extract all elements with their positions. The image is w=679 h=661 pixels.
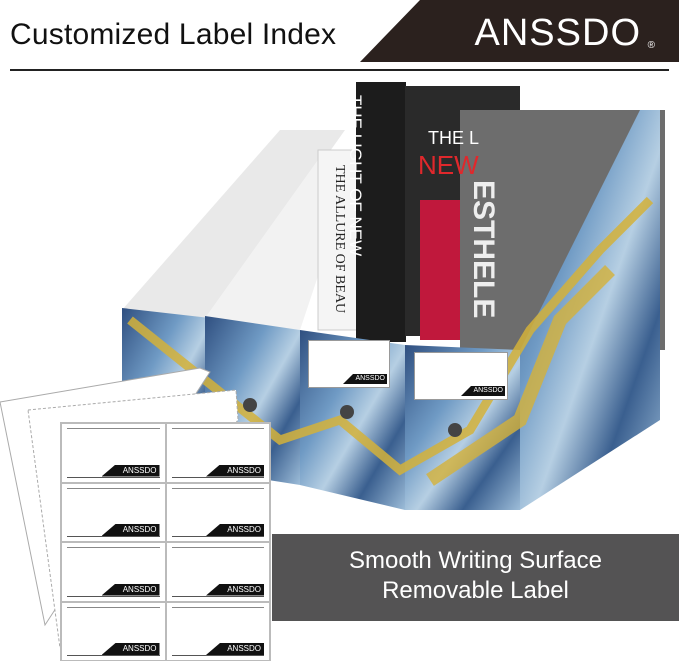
gold-vein bbox=[426, 265, 615, 486]
label-brand: ANSSDO bbox=[101, 643, 160, 655]
finger-hole bbox=[340, 405, 354, 419]
label[interactable]: ANSSDO bbox=[61, 542, 166, 602]
label[interactable]: ANSSDO bbox=[61, 482, 166, 542]
holder-label-brand: ANSSDO bbox=[461, 386, 505, 396]
banner-line-1: Smooth Writing Surface bbox=[349, 547, 602, 574]
label-brand: ANSSDO bbox=[206, 464, 264, 477]
book-title: ESTHELE bbox=[467, 180, 500, 319]
registered-mark: ® bbox=[647, 40, 655, 51]
label[interactable]: ANSSDO bbox=[165, 423, 270, 483]
label[interactable]: ANSSDO bbox=[165, 482, 270, 542]
label[interactable]: ANSSDO bbox=[165, 601, 270, 661]
label-brand: ANSSDO bbox=[206, 583, 264, 596]
brand-name: ANSSDO bbox=[474, 12, 641, 54]
label[interactable]: ANSSDO bbox=[61, 423, 166, 483]
label-brand: ANSSDO bbox=[101, 524, 160, 536]
book-title: THE LIGHT OF NEW bbox=[346, 95, 365, 257]
finger-hole bbox=[243, 398, 257, 412]
holder-1-inside bbox=[122, 130, 345, 320]
label-brand: ANSSDO bbox=[101, 464, 160, 477]
banner-line-2: Removable Label bbox=[382, 577, 569, 604]
label-brand: ANSSDO bbox=[101, 583, 160, 596]
book-red bbox=[420, 200, 465, 340]
label[interactable]: ANSSDO bbox=[165, 542, 270, 602]
finger-hole bbox=[448, 423, 462, 437]
book-title: THE L bbox=[428, 128, 480, 148]
label-brand: ANSSDO bbox=[206, 524, 264, 536]
page-title: Customized Label Index bbox=[10, 18, 337, 51]
holder-label[interactable]: ANSSDO bbox=[308, 340, 390, 388]
book-subtitle: NEW bbox=[418, 150, 479, 180]
label[interactable]: ANSSDO bbox=[61, 601, 166, 661]
label-sheet: ANSSDO ANSSDO ANSSDO ANSSDO ANSSDO ANSSD… bbox=[60, 422, 271, 661]
book-light bbox=[356, 82, 406, 342]
book-title: THE ALLURE OF BEAU bbox=[332, 165, 347, 314]
book-allure bbox=[317, 149, 359, 331]
feature-banner: Smooth Writing Surface Removable Label bbox=[272, 534, 679, 621]
brand-logo: ANSSDO ® bbox=[360, 0, 679, 62]
label-brand: ANSSDO bbox=[206, 643, 264, 655]
holder-label-brand: ANSSDO bbox=[343, 374, 387, 384]
header-divider bbox=[10, 69, 669, 71]
holder-label[interactable]: ANSSDO bbox=[414, 352, 508, 400]
holder-4-side bbox=[520, 110, 660, 510]
